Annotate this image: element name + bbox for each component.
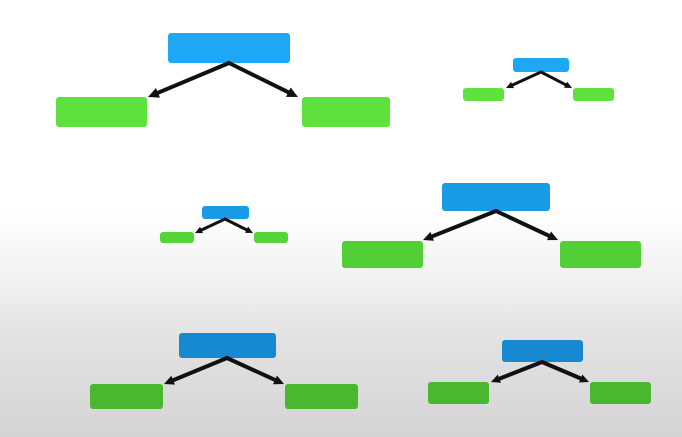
right-arrow-head <box>286 87 298 97</box>
left-child-node <box>342 241 423 268</box>
left-arrow-head <box>491 374 501 383</box>
tree-diagram <box>160 206 288 243</box>
right-arrow-line <box>223 217 251 233</box>
parent-node <box>202 206 249 219</box>
right-child-node <box>285 384 358 409</box>
left-arrow-head <box>164 375 175 385</box>
right-child-node <box>560 241 641 268</box>
right-arrow-head <box>273 375 284 385</box>
tree-diagram <box>90 333 358 409</box>
left-child-node <box>463 88 504 101</box>
left-arrow-head <box>423 231 434 241</box>
right-arrow-head <box>564 81 572 88</box>
left-child-node <box>90 384 163 409</box>
left-arrow-line <box>197 217 227 233</box>
left-arrow-head <box>506 81 514 89</box>
left-child-node <box>56 97 147 127</box>
left-child-node <box>428 382 489 404</box>
right-arrow-head <box>245 226 253 233</box>
parent-node <box>513 58 569 72</box>
left-arrow-line <box>494 360 544 382</box>
left-arrow-line <box>168 356 229 384</box>
tree-diagram <box>342 183 641 268</box>
right-child-node <box>590 382 651 404</box>
tree-diagram <box>463 58 614 101</box>
right-child-node <box>302 97 390 127</box>
left-arrow-head <box>148 88 160 98</box>
right-arrow-head <box>579 374 589 383</box>
right-child-node <box>254 232 288 243</box>
parent-node <box>168 33 290 63</box>
right-arrow-line <box>494 209 555 240</box>
left-arrow-line <box>427 209 498 240</box>
left-arrow-line <box>508 70 543 88</box>
left-child-node <box>160 232 194 243</box>
right-arrow-head <box>547 231 558 241</box>
right-arrow-line <box>540 360 586 382</box>
tree-diagram <box>56 33 390 127</box>
right-arrow-line <box>227 61 294 96</box>
parent-node <box>502 340 583 362</box>
right-arrow-line <box>225 356 280 384</box>
right-arrow-line <box>539 70 570 88</box>
left-arrow-head <box>195 226 203 234</box>
parent-node <box>442 183 550 211</box>
tree-diagram <box>428 340 651 404</box>
parent-node <box>179 333 276 358</box>
left-arrow-line <box>152 61 231 97</box>
right-child-node <box>573 88 614 101</box>
